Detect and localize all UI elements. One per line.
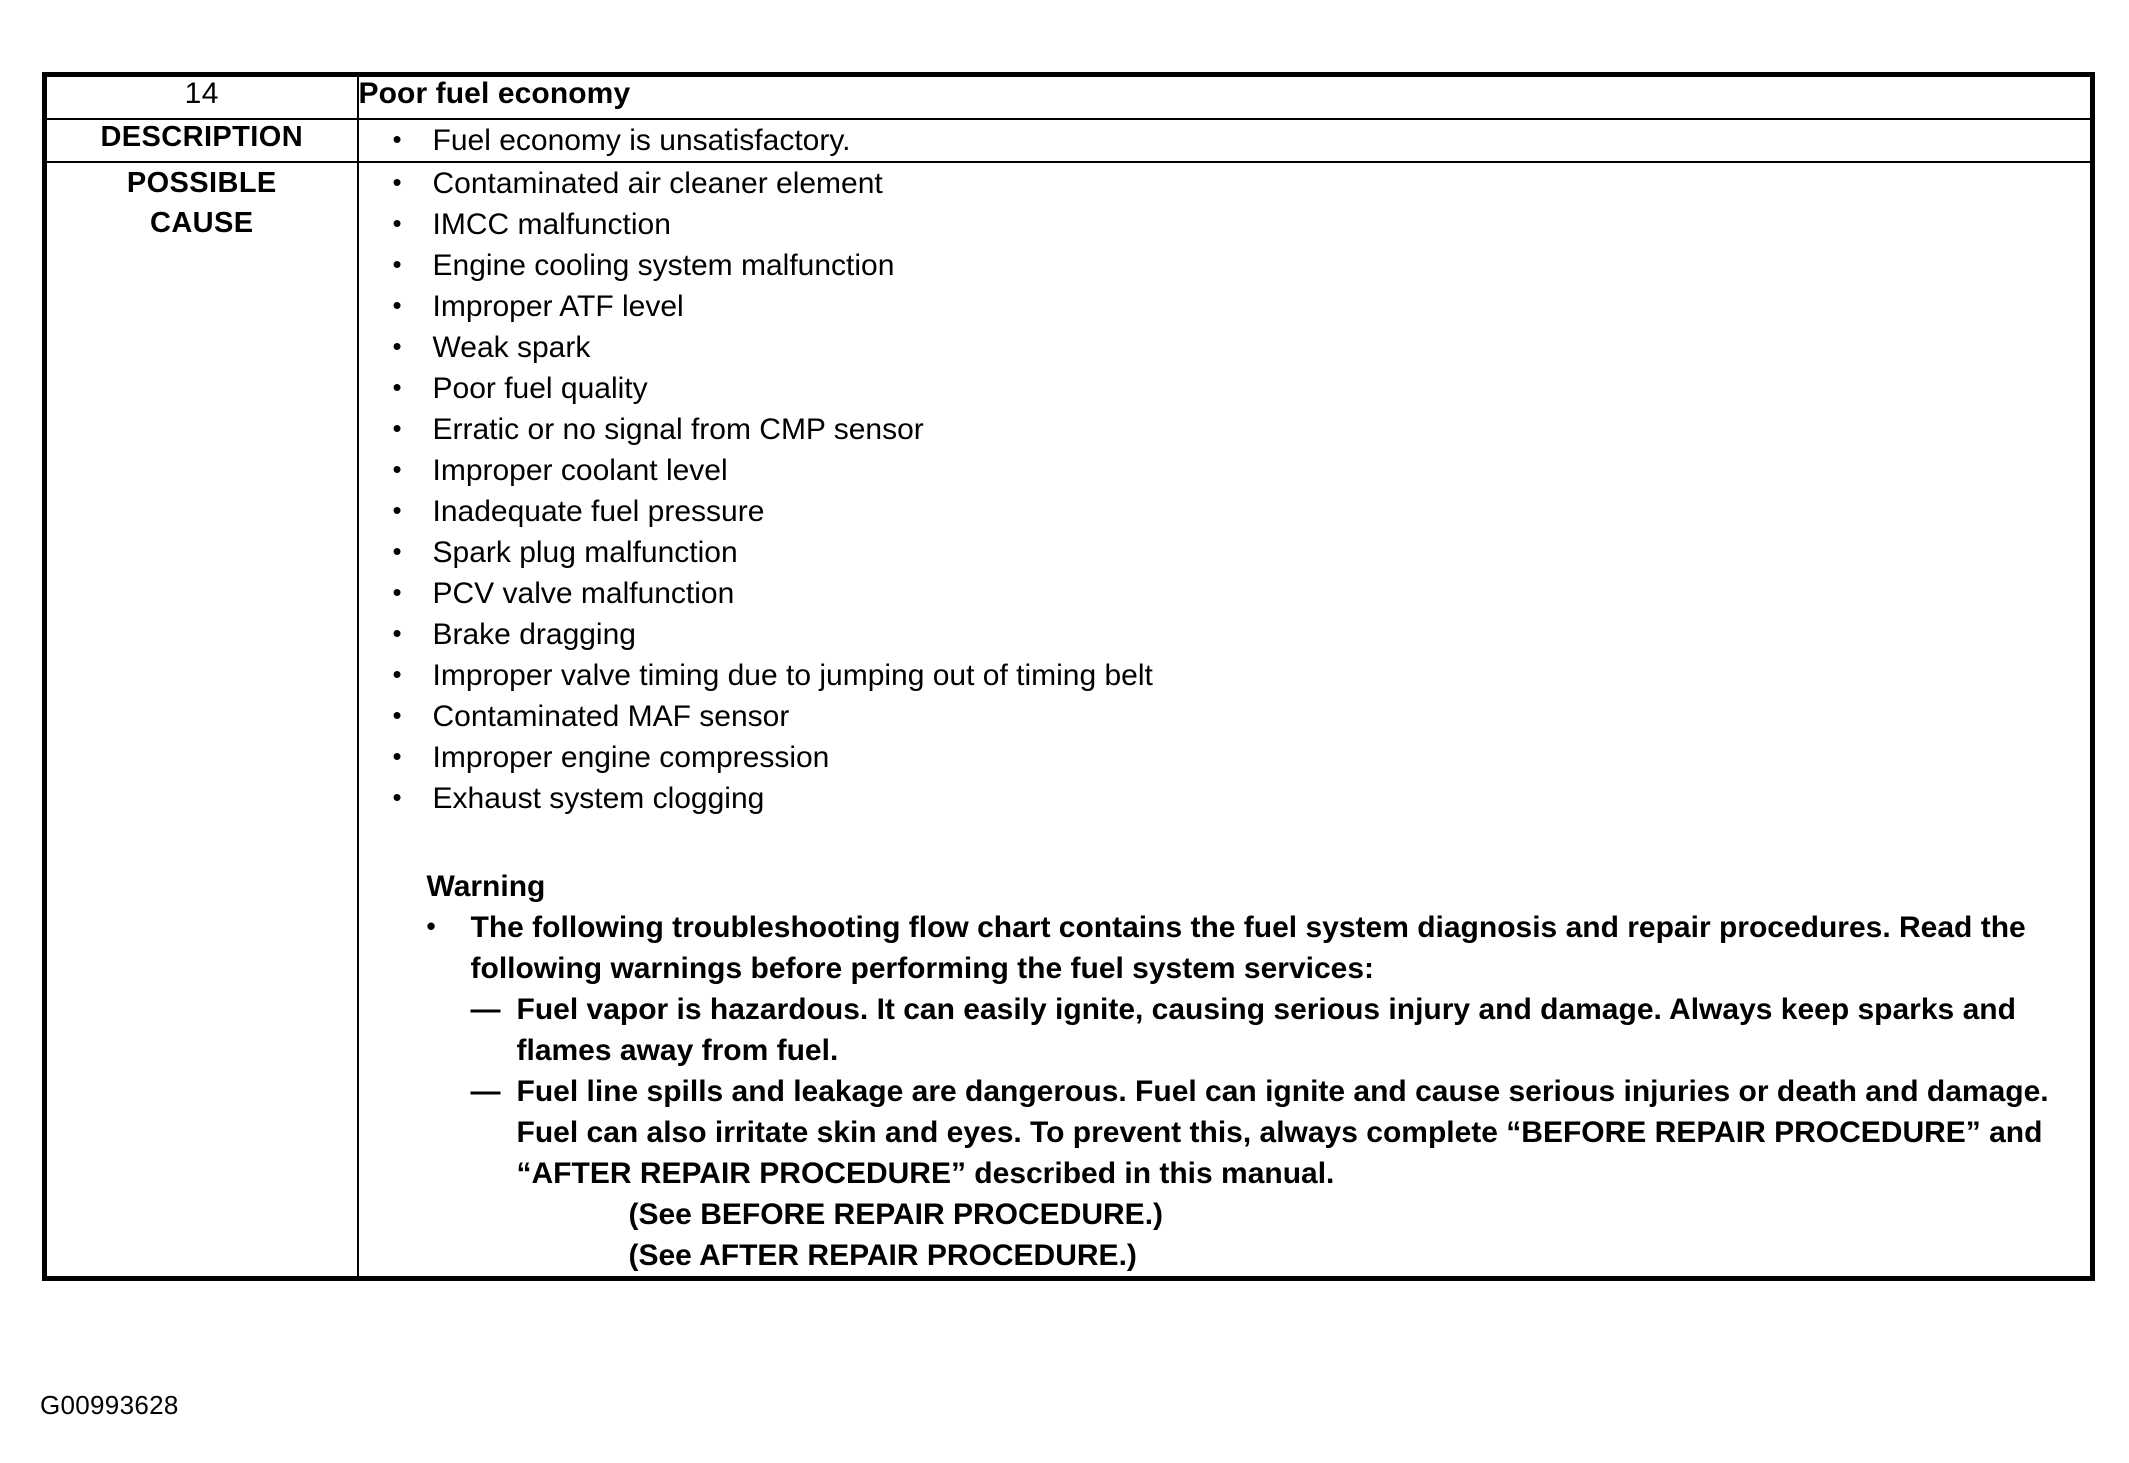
warning-dash-item: Fuel vapor is hazardous. It can easily i…	[471, 989, 2073, 1071]
warning-dash-item: Fuel line spills and leakage are dangero…	[471, 1071, 2073, 1194]
possible-cause-bullet-list: Contaminated air cleaner element IMCC ma…	[359, 162, 2091, 819]
possible-cause-label-line1: POSSIBLE	[126, 167, 277, 199]
list-item: Improper coolant level	[359, 449, 2091, 491]
list-item: Improper ATF level	[359, 285, 2091, 327]
warning-bullet-text: The following troubleshooting flow chart…	[470, 911, 2026, 985]
list-item: Contaminated MAF sensor	[359, 695, 2091, 737]
list-item: Contaminated air cleaner element	[359, 162, 2091, 204]
possible-cause-body-cell: Contaminated air cleaner element IMCC ma…	[356, 161, 2095, 1281]
troubleshooting-table: 14 Poor fuel economy DESCRIPTION Fuel ec…	[42, 72, 2095, 1281]
warning-heading: Warning	[426, 870, 546, 903]
possible-cause-label-line2: CAUSE	[149, 207, 254, 239]
list-item: Brake dragging	[359, 613, 2091, 655]
see-reference-line: (See AFTER REPAIR PROCEDURE.)	[628, 1239, 1137, 1272]
description-label-cell: DESCRIPTION	[42, 118, 359, 163]
list-item: Inadequate fuel pressure	[359, 490, 2091, 532]
description-body-cell: Fuel economy is unsatisfactory.	[356, 118, 2095, 163]
table-row-header: 14 Poor fuel economy	[42, 72, 2095, 120]
figure-reference-code: G00993628	[40, 1390, 179, 1420]
see-reference-line: (See BEFORE REPAIR PROCEDURE.)	[628, 1198, 1164, 1231]
list-item: Engine cooling system malfunction	[359, 244, 2091, 286]
list-item: Improper valve timing due to jumping out…	[359, 654, 2091, 696]
list-item: Poor fuel quality	[359, 367, 2091, 409]
list-item: IMCC malfunction	[359, 203, 2091, 245]
warning-dash-list: Fuel vapor is hazardous. It can easily i…	[471, 989, 2073, 1194]
description-bullet-list: Fuel economy is unsatisfactory.	[359, 119, 2091, 161]
possible-cause-label-cell: POSSIBLE CAUSE	[42, 161, 359, 1281]
list-item: PCV valve malfunction	[359, 572, 2091, 614]
table-row-possible-cause: POSSIBLE CAUSE Contaminated air cleaner …	[42, 161, 2095, 1281]
list-item: Weak spark	[359, 326, 2091, 368]
symptom-title-cell: Poor fuel economy	[356, 72, 2095, 120]
warning-bullet-item: The following troubleshooting flow chart…	[359, 906, 2091, 1276]
list-item: Improper engine compression	[359, 736, 2091, 778]
symptom-code-cell: 14	[42, 72, 359, 120]
list-item: Erratic or no signal from CMP sensor	[359, 408, 2091, 450]
table-row-description: DESCRIPTION Fuel economy is unsatisfacto…	[42, 118, 2095, 163]
warning-bullet-list: The following troubleshooting flow chart…	[359, 906, 2091, 1276]
list-item: Spark plug malfunction	[359, 531, 2091, 573]
list-item: Exhaust system clogging	[359, 777, 2091, 819]
list-item: Fuel economy is unsatisfactory.	[359, 119, 2091, 161]
